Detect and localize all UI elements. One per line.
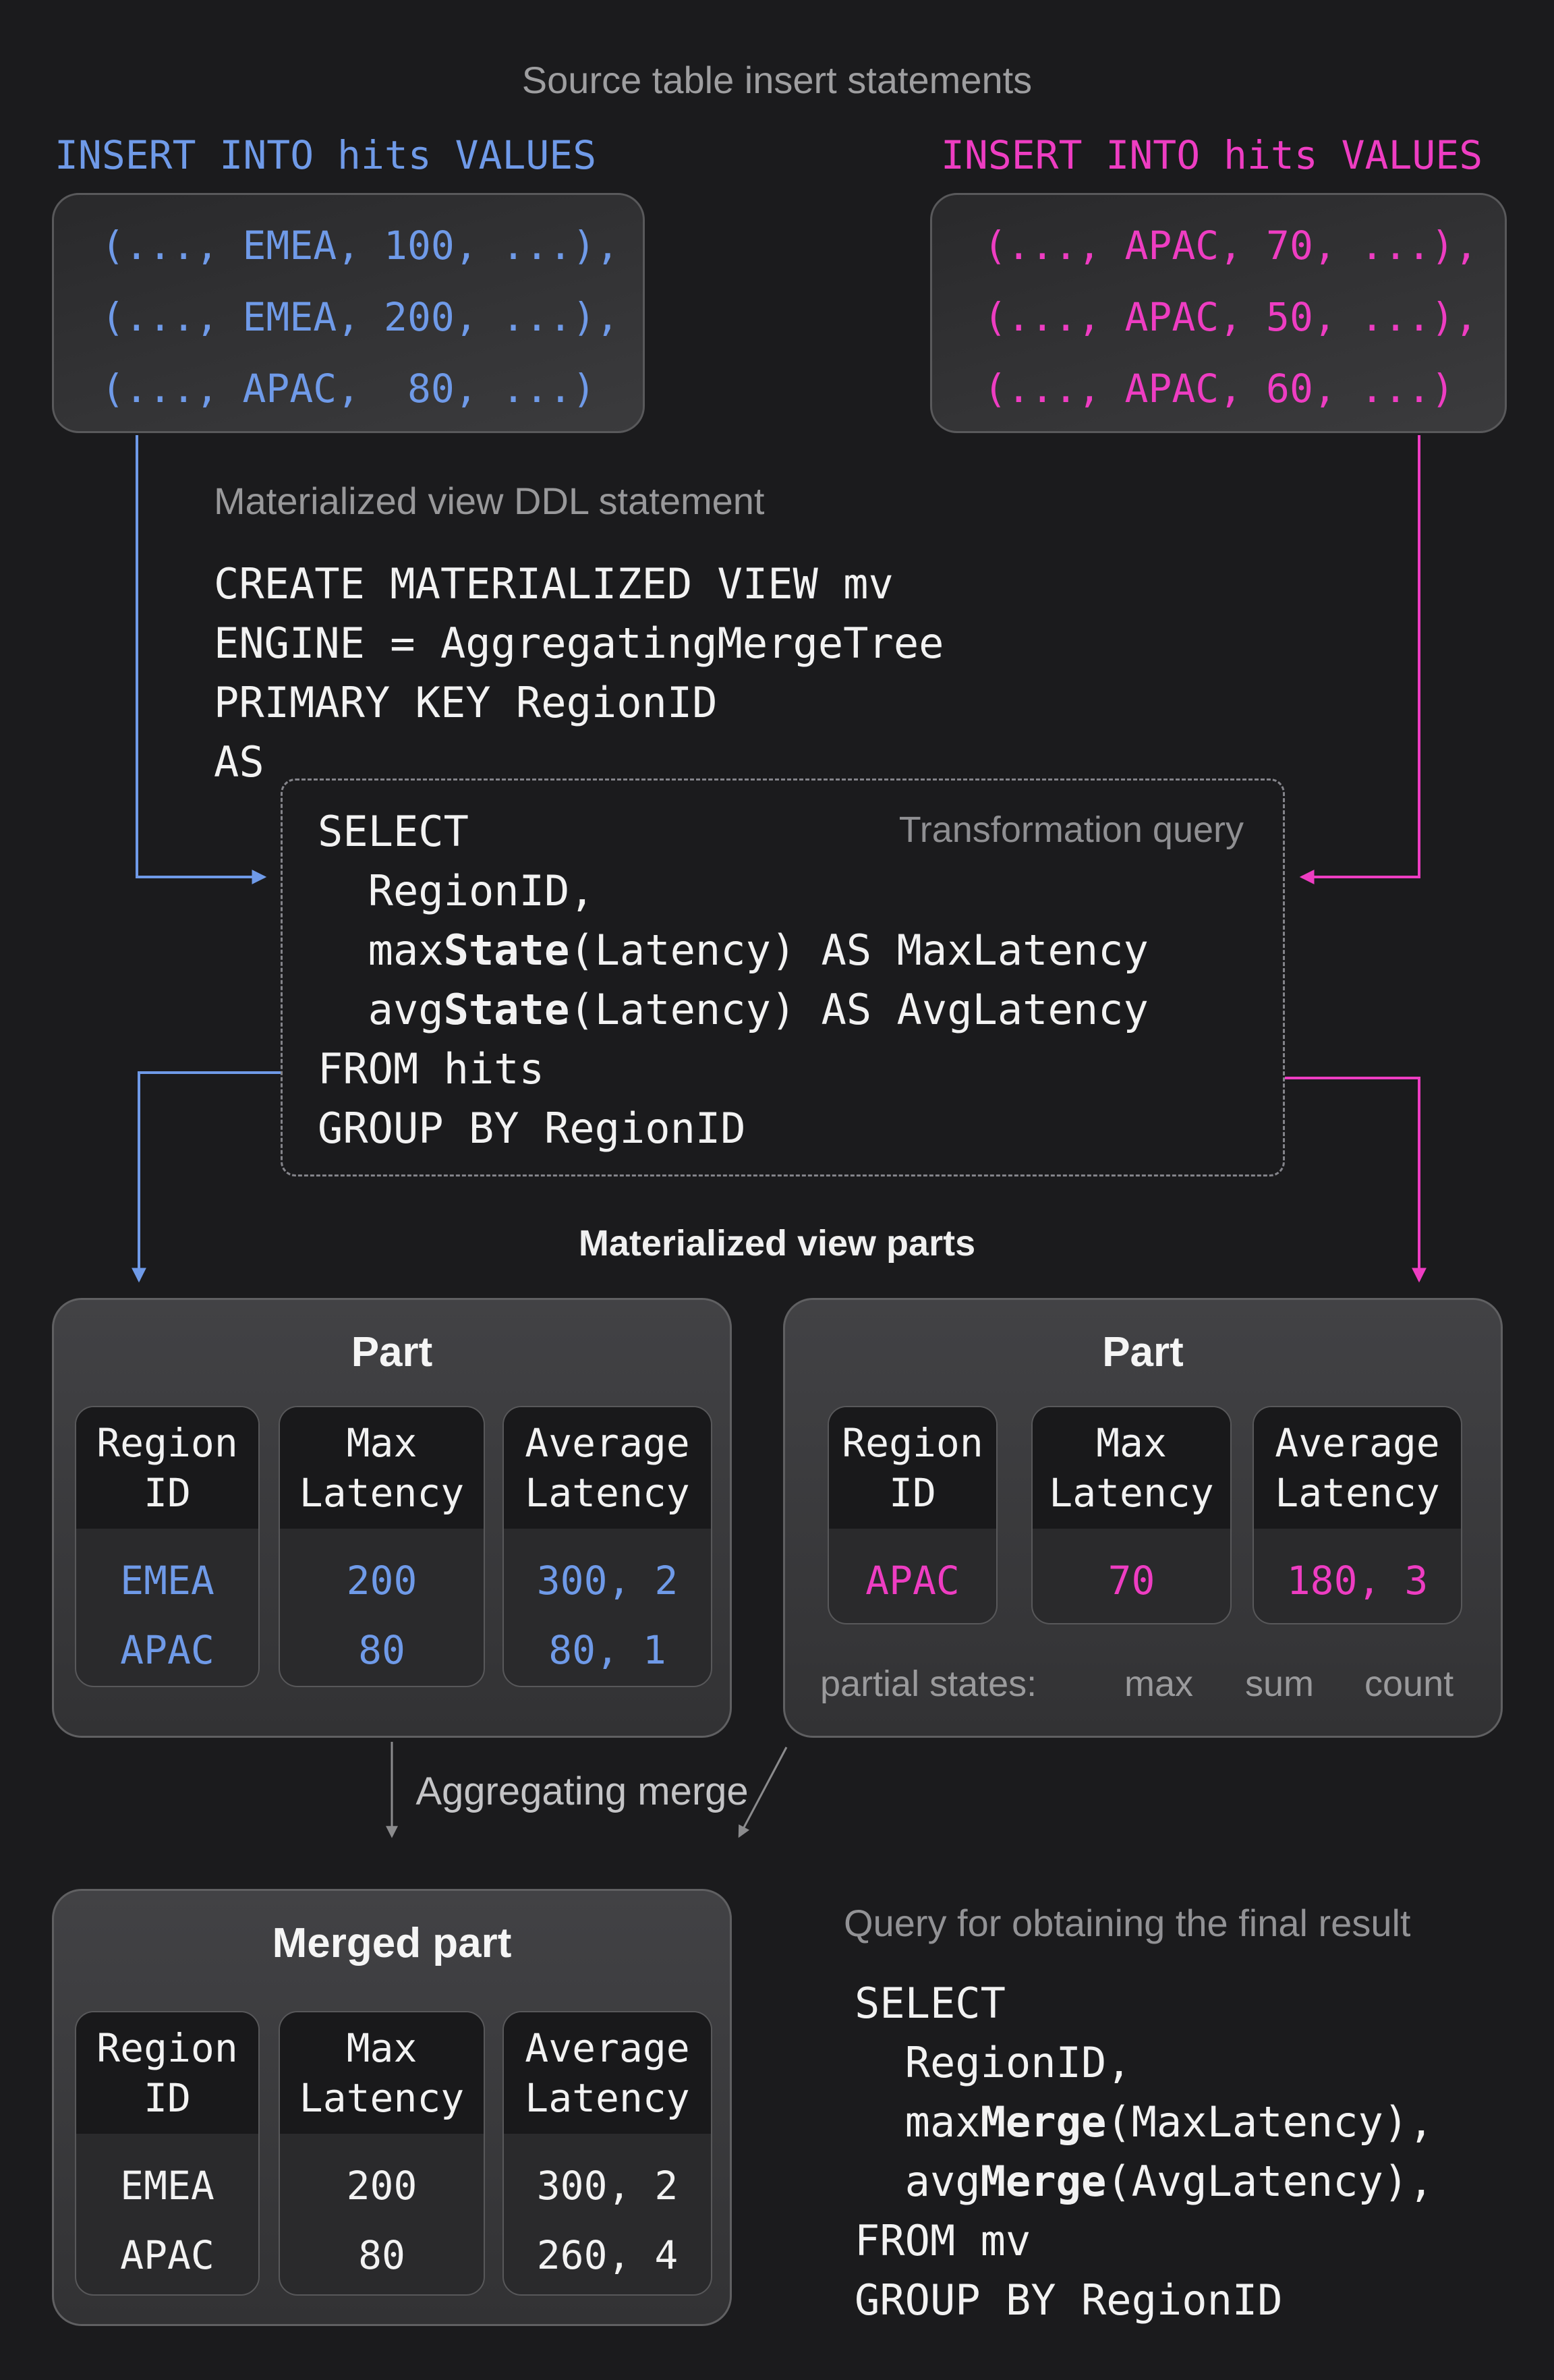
table-cell: 300, 2 (537, 1546, 679, 1616)
column-header-line: Latency (525, 2073, 689, 2123)
column-region-id: Region ID APAC (828, 1406, 998, 1624)
column-header-line: Region (96, 2023, 238, 2073)
insert-left-statement: INSERT INTO hits VALUES (55, 134, 596, 177)
ddl-code-line: PRIMARY KEY RegionID (214, 673, 944, 733)
ddl-code-block: CREATE MATERIALIZED VIEW mv ENGINE = Agg… (214, 555, 944, 792)
materialized-view-parts-heading: Materialized view parts (0, 1222, 1554, 1264)
transformation-query-box: Transformation query SELECT RegionID, ma… (281, 778, 1285, 1177)
insert-right-row: (..., APAC, 60, ...) (983, 353, 1505, 424)
insert-right-row: (..., APAC, 50, ...), (983, 281, 1505, 353)
part-title: Part (785, 1328, 1501, 1376)
table-cell: 80 (358, 2221, 405, 2290)
table-cell: EMEA (120, 1546, 214, 1616)
column-header-line: Average (525, 2023, 689, 2073)
column-max-latency: Max Latency 200 80 (279, 2011, 485, 2296)
column-average-latency: Average Latency 180, 3 (1253, 1406, 1462, 1624)
column-average-latency: Average Latency 300, 2 80, 1 (502, 1406, 712, 1687)
tq-code-line: RegionID, (318, 861, 1149, 921)
table-cell: 80, 1 (548, 1616, 666, 1685)
tq-code-line: GROUP BY RegionID (318, 1099, 1149, 1158)
column-header: Average Latency (504, 2012, 711, 2134)
table-cell: 200 (347, 2151, 418, 2221)
column-header-line: Average (525, 1418, 689, 1468)
insert-left-row: (..., APAC, 80, ...) (101, 353, 643, 424)
column-header-line: ID (144, 2073, 191, 2123)
column-header-line: Latency (299, 2073, 464, 2123)
insert-left-row: (..., EMEA, 200, ...), (101, 281, 643, 353)
insert-right-to-query-connector (1302, 435, 1419, 877)
final-code-line: avgMerge(AvgLatency), (855, 2152, 1434, 2211)
column-header-line: Max (347, 1418, 418, 1468)
transformation-query-code: SELECT RegionID, maxState(Latency) AS Ma… (318, 802, 1149, 1158)
column-header: Max Latency (280, 1407, 484, 1529)
final-code-line: RegionID, (855, 2033, 1434, 2093)
column-header-line: ID (889, 1468, 936, 1518)
column-header: Region ID (76, 2012, 258, 2134)
tq-code-line: avgState(Latency) AS AvgLatency (318, 980, 1149, 1040)
insert-right-box: (..., APAC, 70, ...), (..., APAC, 50, ..… (930, 193, 1507, 433)
column-region-id: Region ID EMEA APAC (75, 1406, 260, 1687)
table-cell: 200 (347, 1546, 418, 1616)
table-cell: 70 (1108, 1546, 1155, 1616)
final-code-line: SELECT (855, 1974, 1434, 2033)
column-header-line: ID (144, 1468, 191, 1518)
part-title: Part (54, 1328, 730, 1376)
table-cell: 260, 4 (537, 2221, 679, 2290)
table-cell: 80 (358, 1616, 405, 1685)
table-cell: APAC (865, 1546, 960, 1616)
tq-code-line: SELECT (318, 802, 1149, 861)
final-query-label: Query for obtaining the final result (844, 1901, 1410, 1945)
column-header-line: Max (347, 2023, 418, 2073)
tq-code-line: FROM hits (318, 1040, 1149, 1099)
table-cell: APAC (120, 2221, 214, 2290)
aggregating-merge-label: Aggregating merge (415, 1769, 748, 1814)
column-header: Region ID (76, 1407, 258, 1529)
merged-part-title: Merged part (54, 1919, 730, 1967)
tq-code-line: maxState(Latency) AS MaxLatency (318, 921, 1149, 980)
insert-right-statement: INSERT INTO hits VALUES (941, 134, 1483, 177)
column-header-line: Average (1275, 1418, 1439, 1468)
column-header-line: Latency (1275, 1468, 1439, 1518)
table-cell: 180, 3 (1287, 1546, 1429, 1616)
table-cell: EMEA (120, 2151, 214, 2221)
final-code-line: maxMerge(MaxLatency), (855, 2093, 1434, 2152)
page-title: Source table insert statements (0, 58, 1554, 102)
column-header-line: Latency (525, 1468, 689, 1518)
partial-states-label: partial states: (820, 1663, 1037, 1705)
column-header-line: Max (1096, 1418, 1167, 1468)
table-cell: 300, 2 (537, 2151, 679, 2221)
partial-state-max: max (1124, 1663, 1193, 1705)
merged-part-box: Merged part Region ID EMEA APAC Max Late… (52, 1889, 732, 2326)
part-box-right: Part Region ID APAC Max Latency 70 Avera… (783, 1298, 1503, 1738)
insert-right-row: (..., APAC, 70, ...), (983, 210, 1505, 281)
column-region-id: Region ID EMEA APAC (75, 2011, 260, 2296)
column-max-latency: Max Latency 70 (1031, 1406, 1232, 1624)
table-cell: APAC (120, 1616, 214, 1685)
insert-left-row: (..., EMEA, 100, ...), (101, 210, 643, 281)
column-header: Average Latency (504, 1407, 711, 1529)
final-code-line: GROUP BY RegionID (855, 2271, 1434, 2330)
part-box-left: Part Region ID EMEA APAC Max Latency 200… (52, 1298, 732, 1738)
insert-left-box: (..., EMEA, 100, ...), (..., EMEA, 200, … (52, 193, 645, 433)
column-average-latency: Average Latency 300, 2 260, 4 (502, 2011, 712, 2296)
column-header-line: Latency (299, 1468, 464, 1518)
column-header-line: Region (842, 1418, 983, 1468)
final-query-code: SELECT RegionID, maxMerge(MaxLatency), a… (855, 1974, 1434, 2330)
ddl-code-line: CREATE MATERIALIZED VIEW mv (214, 555, 944, 614)
column-header: Average Latency (1254, 1407, 1461, 1529)
column-header-line: Latency (1049, 1468, 1213, 1518)
ddl-section-label: Materialized view DDL statement (214, 479, 764, 523)
column-header: Max Latency (1033, 1407, 1230, 1529)
partial-state-sum: sum (1245, 1663, 1314, 1705)
column-header: Max Latency (280, 2012, 484, 2134)
final-code-line: FROM mv (855, 2211, 1434, 2271)
ddl-code-line: ENGINE = AggregatingMergeTree (214, 614, 944, 673)
partial-state-count: count (1364, 1663, 1454, 1705)
column-max-latency: Max Latency 200 80 (279, 1406, 485, 1687)
column-header-line: Region (96, 1418, 238, 1468)
column-header: Region ID (829, 1407, 996, 1529)
